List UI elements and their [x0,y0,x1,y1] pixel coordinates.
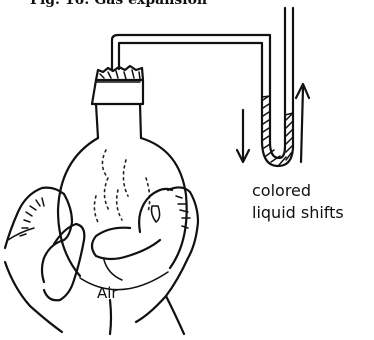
round-flask [58,104,187,290]
u-tube-manometer [262,8,293,166]
left-hand [5,188,84,332]
caption-line-2: liquid shifts [252,203,344,222]
figure-title: Fig. 16: Gas expansion [30,0,207,8]
down-arrow-icon [237,110,249,162]
connecting-tube [112,35,270,96]
air-label: Air [97,284,118,302]
up-arrow-icon [296,84,309,162]
caption-line-1: colored [252,181,311,200]
cork-stopper [92,66,143,104]
